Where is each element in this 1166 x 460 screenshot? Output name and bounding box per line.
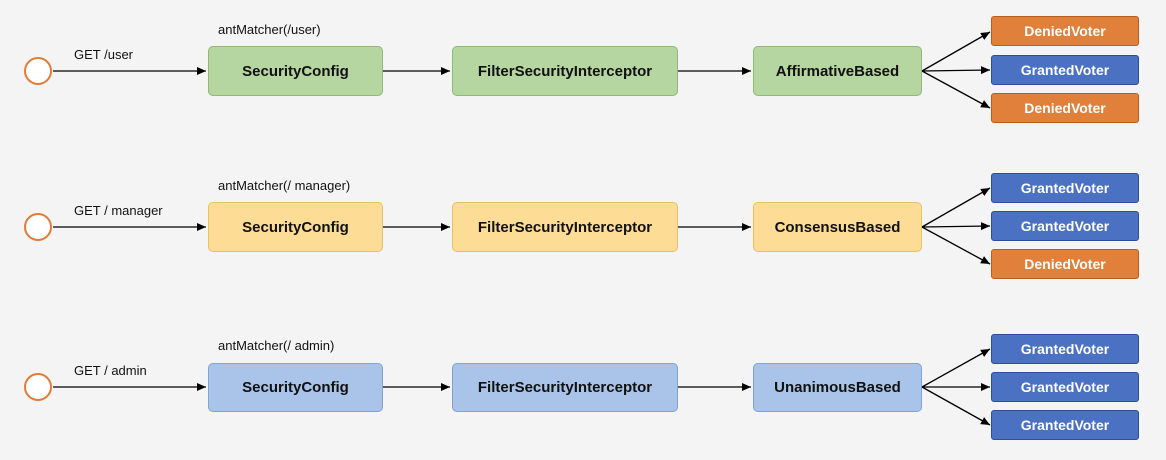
start-circle: [24, 57, 52, 85]
denied-voter-node: DeniedVoter: [991, 93, 1139, 123]
arrow-manager-to-voter: [921, 226, 991, 265]
filter-security-interceptor-node: FilterSecurityInterceptor: [452, 202, 678, 252]
ant-matcher-label: antMatcher(/ manager): [218, 178, 351, 193]
denied-voter-node: DeniedVoter: [991, 16, 1139, 46]
granted-voter-node: GrantedVoter: [991, 211, 1139, 241]
arrow-manager-to-voter: [921, 70, 991, 109]
granted-voter-node: GrantedVoter: [991, 410, 1139, 440]
request-label: GET / manager: [74, 203, 163, 218]
granted-voter-node: GrantedVoter: [991, 173, 1139, 203]
filter-security-interceptor-node: FilterSecurityInterceptor: [452, 46, 678, 96]
arrow-manager-to-voter: [921, 187, 991, 228]
security-config-node: SecurityConfig: [208, 363, 383, 412]
security-config-node: SecurityConfig: [208, 46, 383, 96]
arrow-manager-to-voter: [921, 31, 991, 72]
granted-voter-node: GrantedVoter: [991, 372, 1139, 402]
start-circle: [24, 373, 52, 401]
start-circle: [24, 213, 52, 241]
arrow-manager-to-voter: [921, 66, 991, 75]
arrow-manager-to-voter: [921, 348, 991, 388]
access-decision-manager-node: AffirmativeBased: [753, 46, 922, 96]
granted-voter-node: GrantedVoter: [991, 55, 1139, 85]
security-config-node: SecurityConfig: [208, 202, 383, 252]
access-decision-manager-node: UnanimousBased: [753, 363, 922, 412]
filter-security-interceptor-node: FilterSecurityInterceptor: [452, 363, 678, 412]
arrow-manager-to-voter: [921, 222, 991, 231]
ant-matcher-label: antMatcher(/ admin): [218, 338, 335, 353]
arrow-manager-to-voter: [921, 386, 991, 426]
access-decision-manager-node: ConsensusBased: [753, 202, 922, 252]
granted-voter-node: GrantedVoter: [991, 334, 1139, 364]
request-label: GET /user: [74, 47, 134, 62]
denied-voter-node: DeniedVoter: [991, 249, 1139, 279]
request-label: GET / admin: [74, 363, 147, 378]
ant-matcher-label: antMatcher(/user): [218, 22, 321, 37]
